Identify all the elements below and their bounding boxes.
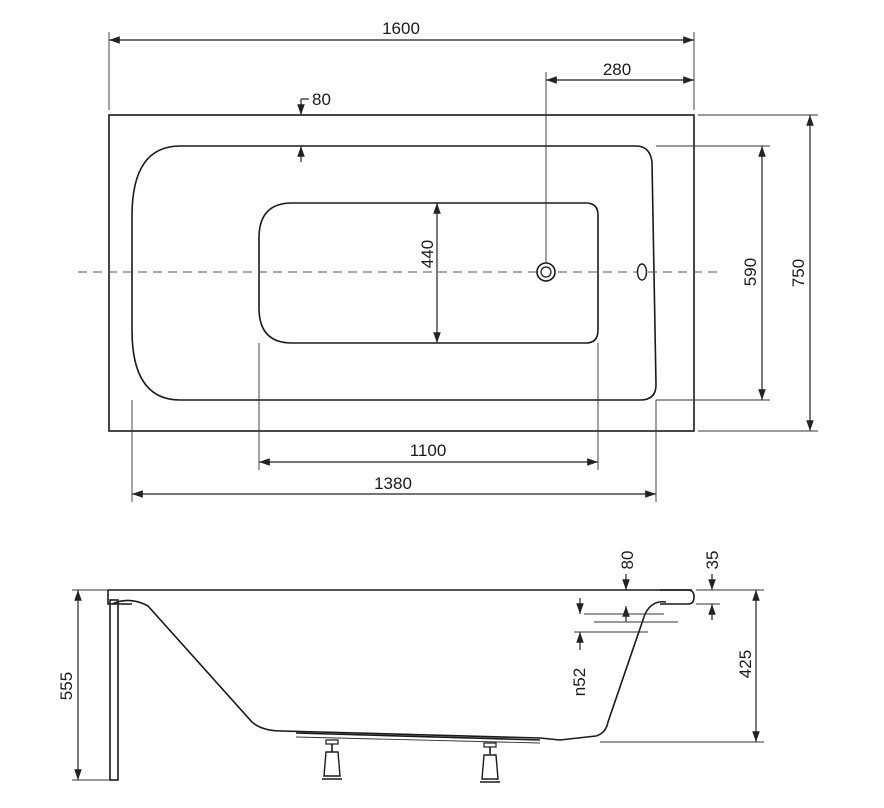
dimension-440: 440 [418, 203, 441, 343]
dim-label-425: 425 [736, 650, 755, 678]
dim-label-1380: 1380 [374, 474, 412, 493]
tub-inner-basin [131, 145, 657, 401]
support-leg-icon [322, 739, 342, 780]
tub-bottom-floor [258, 202, 599, 344]
dimension-rim-edge-35: 35 [696, 551, 722, 620]
dim-label-rim-80: 80 [312, 90, 331, 109]
tub-side-profile [111, 599, 667, 741]
drain-icon [536, 262, 556, 282]
dim-label-280: 280 [603, 60, 631, 79]
dim-label-overflow-n52: n52 [570, 668, 589, 696]
dimension-1600: 1600 [108, 19, 695, 110]
dim-label-555: 555 [57, 672, 76, 700]
dim-label-750: 750 [789, 259, 808, 287]
dim-label-440: 440 [418, 240, 437, 268]
side-view: 555 80 35 n52 425 [57, 551, 764, 783]
dimension-rim-80: 80 [297, 90, 331, 162]
dimension-555: 555 [57, 589, 110, 781]
support-leg-icon [480, 742, 500, 783]
dimension-750: 750 [698, 114, 818, 432]
dim-label-rim-edge-35: 35 [703, 551, 722, 570]
dim-label-1600: 1600 [382, 19, 420, 38]
dimension-425: 425 [600, 589, 764, 743]
dim-label-rim-top-80: 80 [618, 551, 637, 570]
dim-label-1100: 1100 [410, 441, 447, 460]
dimension-rim-top-80: 80 [594, 551, 678, 623]
dimension-overflow-n52: n52 [570, 598, 664, 696]
dimension-590: 590 [656, 145, 770, 401]
dim-label-590: 590 [741, 258, 760, 286]
tub-outer-outline [108, 114, 695, 432]
dimension-1380: 1380 [131, 400, 657, 502]
tub-front-panel [109, 599, 119, 781]
overflow-icon [636, 263, 648, 281]
dimension-1100: 1100 [258, 343, 599, 470]
dimension-280: 280 [545, 60, 694, 263]
top-view: 1600 280 80 440 590 [78, 19, 818, 502]
